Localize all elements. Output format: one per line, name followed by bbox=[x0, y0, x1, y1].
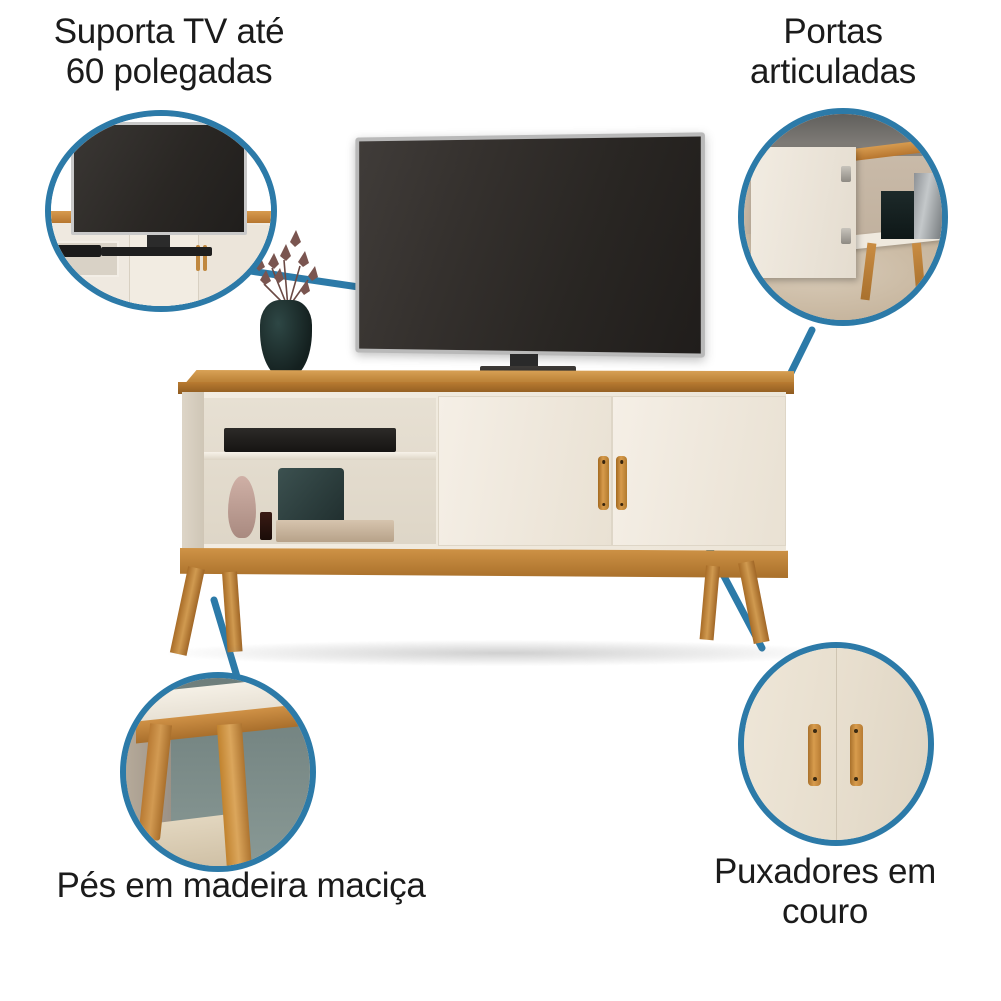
product-image bbox=[150, 120, 850, 666]
niche-shelf bbox=[204, 452, 436, 460]
caption-solid-wood-feet: Pés em madeira maciça bbox=[56, 866, 426, 905]
dvd-player bbox=[224, 428, 396, 452]
caption-tv-support: Suporta TV até 60 polegadas bbox=[53, 12, 285, 91]
decorative-mask bbox=[228, 476, 256, 538]
caption-hinged-doors: Portas articuladas bbox=[750, 12, 916, 91]
stacked-books bbox=[276, 520, 394, 542]
cabinet-door-left[interactable] bbox=[438, 396, 612, 546]
callout-solid-wood-feet[interactable] bbox=[120, 672, 316, 872]
caption-leather-handles: Puxadores em couro bbox=[713, 852, 937, 931]
floor-shadow bbox=[168, 640, 840, 666]
leather-handle-left[interactable] bbox=[598, 456, 609, 510]
cabinet-door-right[interactable] bbox=[612, 396, 786, 546]
diffuser-bottle bbox=[260, 512, 272, 540]
cabinet-side-panel bbox=[182, 392, 204, 550]
decorative-vase bbox=[260, 300, 312, 378]
tv-screen bbox=[355, 132, 705, 358]
cabinet-top-edge bbox=[178, 382, 794, 394]
callout-tv-support[interactable] bbox=[45, 110, 277, 312]
cabinet-base-rail bbox=[180, 548, 788, 578]
leather-handle-right[interactable] bbox=[616, 456, 627, 510]
callout-leather-handles[interactable] bbox=[738, 642, 934, 846]
callout-hinged-doors[interactable] bbox=[738, 108, 948, 326]
